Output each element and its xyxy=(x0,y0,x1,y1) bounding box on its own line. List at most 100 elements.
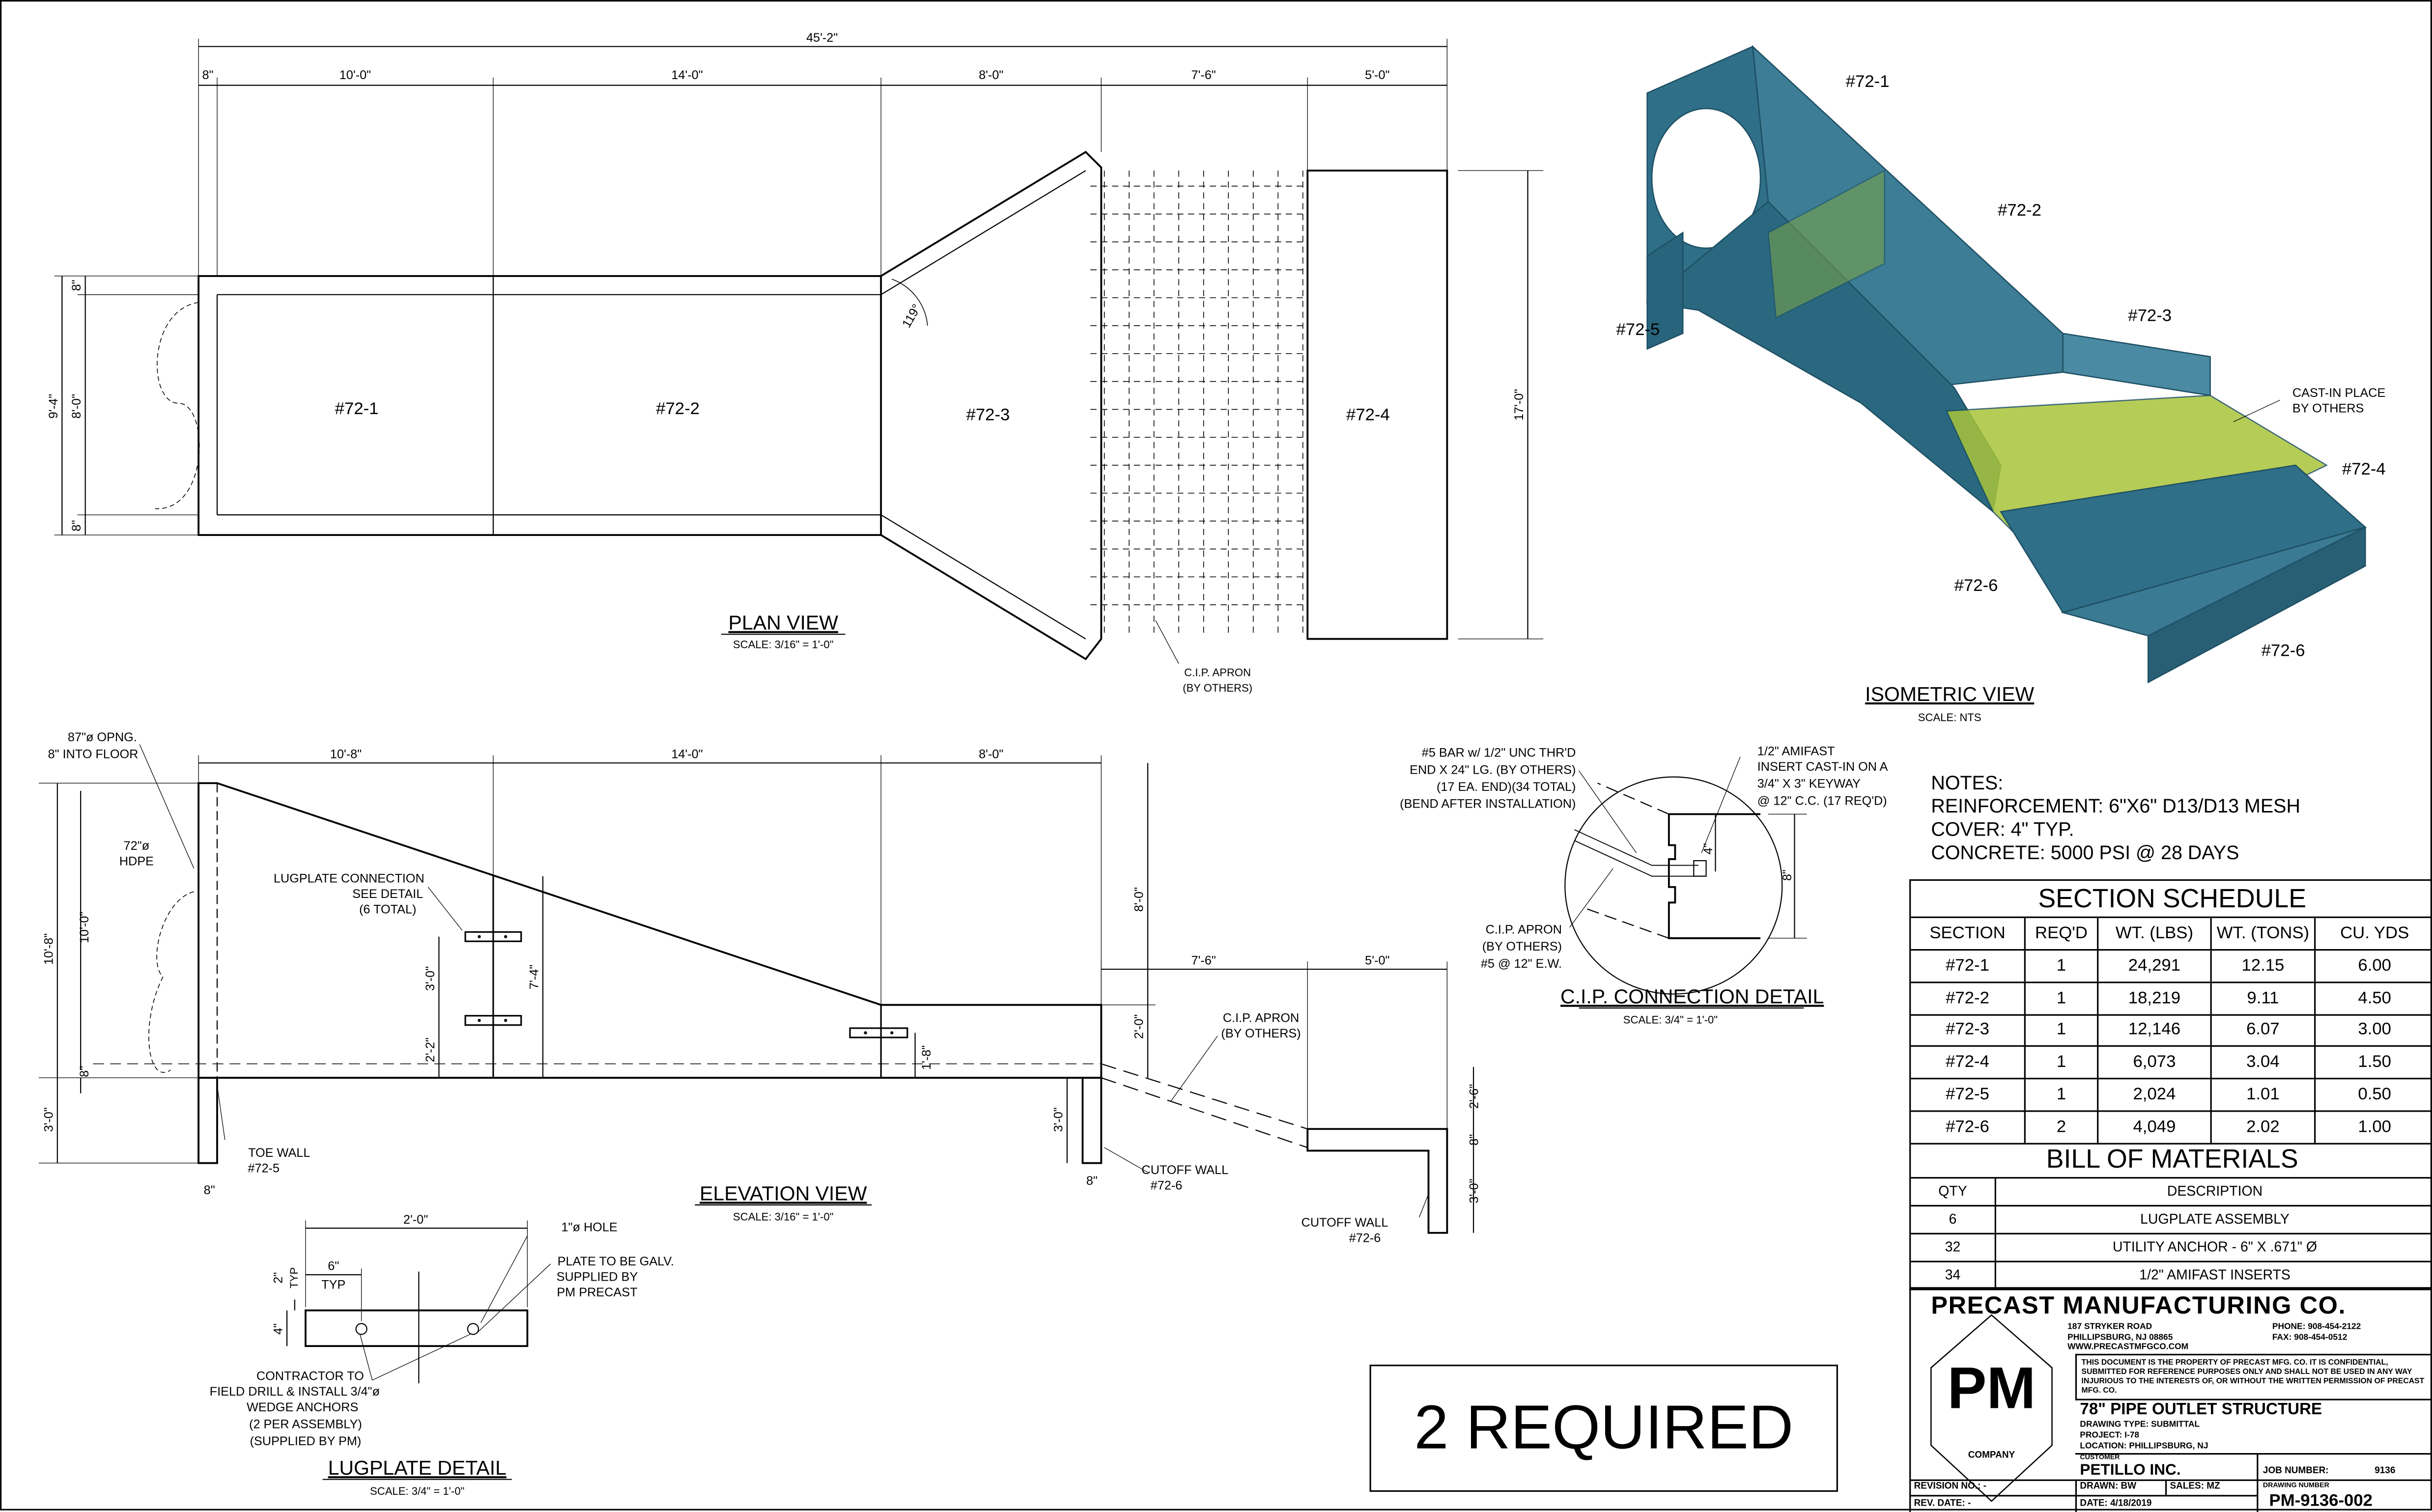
dim: 3'-0" xyxy=(424,966,437,991)
dim: 1'-8" xyxy=(920,1045,933,1070)
table-cell: 12.15 xyxy=(2212,951,2316,981)
project: PROJECT: I-78 xyxy=(2080,1431,2140,1441)
isometric-labels: #72-1 #72-2 #72-3 #72-4 #72-5 #72-6 #72-… xyxy=(1616,72,2385,724)
dim: 2" xyxy=(272,1272,285,1284)
section-label: #72-4 xyxy=(1346,406,1390,424)
table-cell: #72-3 xyxy=(1911,1015,2026,1046)
table-cell: 2 xyxy=(2026,1112,2099,1143)
section-schedule-table: SECTION SCHEDULE SECTION REQ'D WT. (LBS)… xyxy=(1909,879,2432,1290)
dim: 8'-0" xyxy=(979,748,1003,761)
dim: 8" xyxy=(1468,1134,1481,1146)
dim: 8" xyxy=(1086,1174,1098,1188)
table-cell: 1 xyxy=(2026,951,2099,981)
dim: 2'-2" xyxy=(424,1037,437,1062)
note: (2 PER ASSEMBLY) xyxy=(249,1418,362,1431)
column-header: DESCRIPTION xyxy=(2167,1183,2263,1200)
notes: NOTES: REINFORCEMENT: 6"X6" D13/D13 MESH… xyxy=(1931,772,2300,865)
table-title: BILL OF MATERIALS xyxy=(2046,1145,2298,1175)
note: (BY OTHERS) xyxy=(1221,1027,1301,1040)
dim: 8" xyxy=(204,1183,215,1197)
lugplate-detail xyxy=(286,1220,551,1480)
table-cell: 2.02 xyxy=(2212,1112,2316,1143)
note-line: REINFORCEMENT: 6"X6" D13/D13 MESH xyxy=(1931,795,2301,817)
note: (17 EA. END)(34 TOTAL) xyxy=(1437,780,1576,794)
job-number-label: JOB NUMBER: xyxy=(2262,1467,2329,1477)
dim: TYP xyxy=(288,1267,300,1288)
section-label: #72-6 xyxy=(2262,641,2305,660)
disclaimer: THIS DOCUMENT IS THE PROPERTY OF PRECAST… xyxy=(2075,1353,2432,1400)
note: (SUPPLIED BY PM) xyxy=(250,1434,361,1448)
note: (BY OTHERS) xyxy=(1482,940,1562,953)
cip-detail-labels: #5 BAR w/ 1/2" UNC THR'D END X 24" LG. (… xyxy=(1400,744,1888,1026)
column-header: QTY xyxy=(1911,1178,1996,1205)
elevation-view xyxy=(38,744,1474,1234)
note: CUTOFF WALL xyxy=(1141,1163,1228,1177)
table-cell: LUGPLATE ASSEMBLY xyxy=(2140,1211,2290,1227)
table-cell: 3.00 xyxy=(2358,1021,2392,1040)
dim: 8" xyxy=(70,520,84,532)
iso-pipe-opening xyxy=(1651,108,1761,249)
section-label: #72-2 xyxy=(656,399,700,418)
note: (6 TOTAL) xyxy=(359,902,416,916)
dim: 10'-8" xyxy=(330,748,362,761)
fax: FAX: 908-454-0512 xyxy=(2272,1333,2347,1343)
dim: 3'-0" xyxy=(42,1107,56,1132)
table-cell: 1 xyxy=(2026,1047,2099,1078)
note: END X 24" LG. (BY OTHERS) xyxy=(1410,763,1576,777)
note: PLATE TO BE GALV. xyxy=(558,1255,674,1268)
dim: 17'-0" xyxy=(1512,389,1526,420)
table-cell: #72-1 xyxy=(1911,951,2026,981)
quantity-required-box: 2 REQUIRED xyxy=(1369,1365,1838,1492)
note: #5 @ 12" E.W. xyxy=(1481,957,1562,971)
plan-view-labels: 45'-2" 8" 10'-0" 14'-0" 8'-0" 7'-6" 5'-0… xyxy=(47,31,1526,694)
table-cell: #72-5 xyxy=(1911,1079,2026,1111)
address-line: PHILLIPSBURG, NJ 08865 xyxy=(2067,1333,2173,1343)
table-cell: 1.50 xyxy=(2358,1053,2392,1072)
table-cell: #72-6 xyxy=(1911,1112,2026,1143)
note: CUTOFF WALL xyxy=(1301,1216,1388,1230)
note: INSERT CAST-IN ON A xyxy=(1757,760,1888,774)
column-header: CU. YDS xyxy=(2340,924,2409,943)
isometric-title: ISOMETRIC VIEW xyxy=(1865,683,2034,705)
address-line: 187 STRYKER ROAD xyxy=(2067,1322,2152,1332)
drawn-by: DRAWN: BW xyxy=(2080,1482,2137,1492)
dim: 7'-6" xyxy=(1191,954,1216,968)
dim: 8'-0" xyxy=(1132,887,1146,912)
table-cell: #72-2 xyxy=(1911,982,2026,1014)
note: CAST-IN PLACE xyxy=(2292,386,2385,400)
elevation-view-scale: SCALE: 3/16" = 1'-0" xyxy=(733,1210,834,1223)
table-cell: 18,219 xyxy=(2098,982,2212,1014)
table-cell: 6,073 xyxy=(2098,1047,2212,1078)
section-label: #72-5 xyxy=(1616,320,1660,339)
section-label: #72-3 xyxy=(966,406,1010,424)
elevation-view-labels: 87"ø OPNG. 8" INTO FLOOR 72"ø HDPE LUGPL… xyxy=(42,730,1481,1245)
logo-subtext: COMPANY xyxy=(1968,1450,2015,1460)
note-line: CONCRETE: 5000 PSI @ 28 DAYS xyxy=(1931,842,2239,864)
dim: 2'-0" xyxy=(403,1213,428,1227)
phone: PHONE: 908-454-2122 xyxy=(2272,1322,2361,1332)
dim: 10'-8" xyxy=(42,933,56,965)
note: BY OTHERS xyxy=(2292,402,2364,416)
cip-detail-title: C.I.P. CONNECTION DETAIL xyxy=(1560,985,1824,1008)
note: PM PRECAST xyxy=(557,1286,637,1299)
table-cell: 2,024 xyxy=(2098,1079,2212,1111)
elevation-view-title: ELEVATION VIEW xyxy=(700,1182,867,1204)
angle-label: 119° xyxy=(900,302,924,330)
dim: 14'-0" xyxy=(671,68,703,82)
table-cell: 12,146 xyxy=(2098,1015,2212,1046)
note: C.I.P. APRON xyxy=(1184,666,1251,678)
note: 8" INTO FLOOR xyxy=(48,748,138,761)
plan-view-title: PLAN VIEW xyxy=(729,612,839,634)
company-logo: PM COMPANY xyxy=(1930,1314,2053,1502)
note: C.I.P. APRON xyxy=(1486,923,1562,936)
location: LOCATION: PHILLIPSBURG, NJ xyxy=(2080,1442,2208,1452)
dim: 8'-0" xyxy=(979,68,1003,82)
sales: SALES: MZ xyxy=(2170,1482,2220,1492)
required-text: 2 REQUIRED xyxy=(1414,1393,1794,1462)
dim: 2'-0" xyxy=(1132,1014,1146,1039)
drawing-title: 78" PIPE OUTLET STRUCTURE xyxy=(2080,1400,2322,1419)
